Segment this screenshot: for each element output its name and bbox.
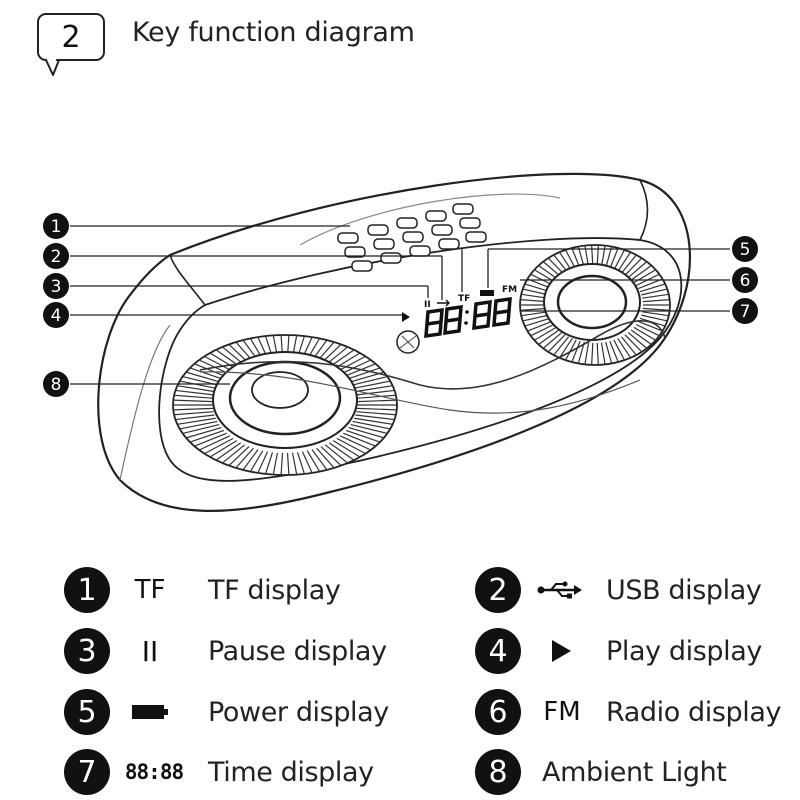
display-fm-mark: FM <box>502 285 517 295</box>
header: 2 Key function diagram <box>0 0 800 80</box>
led-display: II TF FM <box>396 285 517 354</box>
display-usb-mark <box>437 299 450 307</box>
legend: 1 TF TF display 2 USB display 3 II Pause… <box>0 555 800 800</box>
play-icon <box>539 628 583 674</box>
svg-text:8: 8 <box>51 375 62 395</box>
display-pause-mark: II <box>424 300 431 310</box>
legend-item-time: 7 88:88 Time display <box>64 749 404 797</box>
legend-label: Radio display <box>606 696 782 728</box>
time-digits-icon: 88:88 <box>124 760 184 784</box>
svg-text:3: 3 <box>51 277 62 297</box>
legend-number: 4 <box>475 628 521 674</box>
tf-text-icon: TF <box>134 575 166 605</box>
svg-text:7: 7 <box>740 302 751 322</box>
display-digits <box>424 296 512 339</box>
legend-number: 7 <box>64 749 110 795</box>
legend-label: Time display <box>208 756 374 788</box>
display-battery-mark <box>480 290 494 296</box>
right-speaker <box>519 244 671 366</box>
legend-item-play: 4 Play display <box>475 628 795 676</box>
callout-markers: 1 2 3 4 5 6 7 8 <box>43 213 758 397</box>
legend-label: Ambient Light <box>542 756 727 788</box>
callout-7: 7 <box>732 298 758 324</box>
step-number: 2 <box>61 19 81 55</box>
svg-text:5: 5 <box>740 240 751 260</box>
display-tf-mark: TF <box>458 294 470 304</box>
legend-number: 8 <box>475 749 521 795</box>
legend-item-ambient-light: 8 Ambient Light <box>475 749 795 797</box>
display-play-mark <box>402 312 410 322</box>
svg-text:2: 2 <box>51 247 62 267</box>
legend-item-pause: 3 II Pause display <box>64 628 404 676</box>
legend-item-power: 5 Power display <box>64 689 404 737</box>
keypad-buttons <box>337 203 487 272</box>
svg-text:6: 6 <box>740 271 751 291</box>
legend-label: Play display <box>606 635 762 667</box>
usb-icon <box>535 567 585 613</box>
legend-label: USB display <box>606 574 762 606</box>
svg-text:4: 4 <box>51 306 62 326</box>
speaker-body <box>97 172 692 512</box>
callout-5: 5 <box>732 236 758 262</box>
speaker-diagram: II TF FM <box>43 172 758 512</box>
step-bubble: 2 <box>37 13 105 61</box>
callout-8: 8 <box>43 371 69 397</box>
legend-item-tf: 1 TF TF display <box>64 567 404 615</box>
legend-label: TF display <box>208 574 341 606</box>
callout-lines <box>70 225 730 385</box>
ambient-light-band <box>199 320 666 390</box>
fm-text-icon: FM <box>543 697 581 727</box>
legend-label: Pause display <box>208 635 387 667</box>
legend-number: 2 <box>475 567 521 613</box>
legend-number: 1 <box>64 567 110 613</box>
battery-icon <box>128 689 172 735</box>
legend-number: 6 <box>475 689 521 735</box>
callout-2: 2 <box>43 243 69 269</box>
callout-6: 6 <box>732 267 758 293</box>
callout-1: 1 <box>43 213 69 239</box>
callout-4: 4 <box>43 302 69 328</box>
left-speaker <box>172 334 398 476</box>
legend-label: Power display <box>208 696 389 728</box>
legend-number: 3 <box>64 628 110 674</box>
speech-bubble-tail-icon <box>45 55 60 76</box>
legend-item-usb: 2 USB display <box>475 567 795 615</box>
legend-item-radio: 6 FM Radio display <box>475 689 795 737</box>
page-title: Key function diagram <box>132 17 415 48</box>
pause-icon: II <box>141 634 159 668</box>
svg-text:1: 1 <box>51 217 62 237</box>
callout-3: 3 <box>43 273 69 299</box>
legend-number: 5 <box>64 689 110 735</box>
